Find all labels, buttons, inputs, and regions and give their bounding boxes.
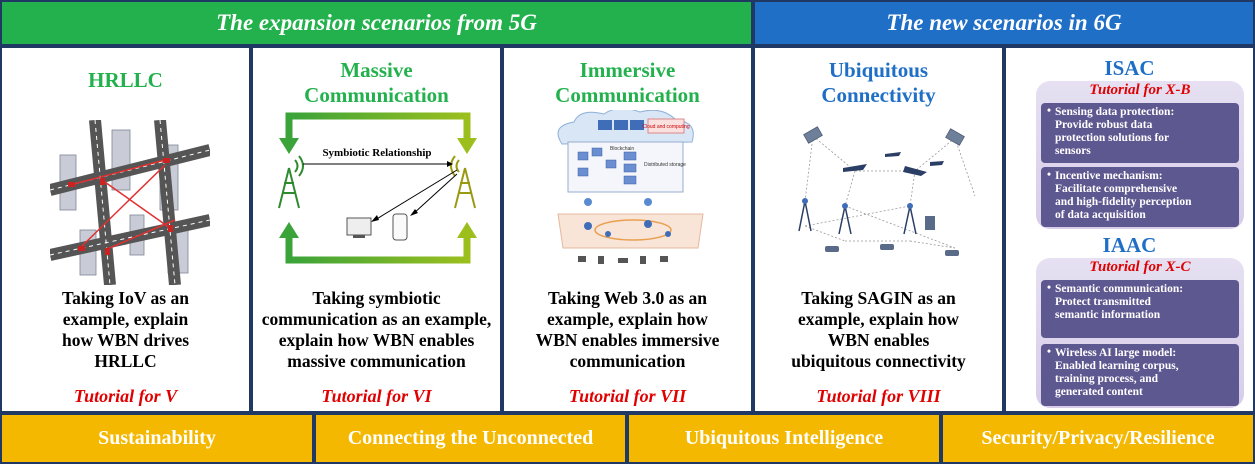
isac-item-incentive-mechanism: • Incentive mechanism: Facilitate compre… [1041, 167, 1239, 227]
iaac-item-semantic-communication: • Semantic communication: Protect transm… [1041, 280, 1239, 338]
footer-security-privacy-resilience: Security/Privacy/Resilience [941, 413, 1255, 464]
panel-title: Massive Communication [304, 58, 449, 107]
panel-ubiquitous-connectivity: Ubiquitous Connectivity [753, 46, 1004, 413]
panel-description: Taking symbiotic communication as an exa… [261, 288, 492, 371]
isac-item-sensing-protection: • Sensing data protection: Provide robus… [1041, 103, 1239, 163]
header-6g-new: The new scenarios in 6G [753, 0, 1255, 46]
isac-card: Tutorial for X-B • Sensing data protecti… [1036, 81, 1244, 229]
panel-description: Taking SAGIN as an example, explain how … [791, 288, 966, 371]
iaac-item-wireless-ai-model: • Wireless AI large model: Enabled learn… [1041, 344, 1239, 406]
panel-title: Immersive Communication [555, 58, 700, 107]
tutorial-link: Tutorial for VII [568, 386, 687, 406]
tutorial-link: Tutorial for VIII [816, 386, 941, 406]
panel-title: Ubiquitous Connectivity [821, 58, 936, 107]
svg-text:Distributed storage: Distributed storage [644, 162, 686, 168]
panel-hrllc: HRLLC [0, 46, 251, 413]
iov-city-icon [50, 120, 210, 285]
footer-sustainability: Sustainability [0, 413, 314, 464]
panel-description: Taking Web 3.0 as an example, explain ho… [535, 288, 720, 371]
svg-text:Blockchain: Blockchain [610, 146, 634, 152]
footer-connecting-unconnected: Connecting the Unconnected [314, 413, 627, 464]
iaac-card: Tutorial for X-C • Semantic communicatio… [1036, 258, 1244, 408]
symbiotic-diagram: Symbiotic Relationship [278, 112, 477, 264]
isac-title: ISAC [1104, 56, 1155, 80]
tutorial-link: Tutorial for VI [321, 386, 432, 406]
panel-isac-iaac: ISAC Tutorial for X-B • Sensing data pro… [1004, 46, 1255, 413]
sagin-network-figure [798, 126, 976, 256]
header-5g-expansion: The expansion scenarios from 5G [0, 0, 753, 46]
panel-massive-communication: Massive Communication Symbiotic [251, 46, 502, 413]
panel-immersive-communication: Immersive Communication Cloud and comput… [502, 46, 753, 413]
panel-title: HRLLC [88, 68, 163, 92]
iaac-title: IAAC [1102, 233, 1157, 257]
panel-description: Taking IoV as an example, explain how WB… [61, 288, 190, 371]
isac-tutorial: Tutorial for X-B [1089, 82, 1191, 98]
iaac-tutorial: Tutorial for X-C [1089, 259, 1191, 275]
figure-label: Symbiotic Relationship [322, 147, 431, 159]
footer-ubiquitous-intelligence: Ubiquitous Intelligence [627, 413, 941, 464]
web3-architecture-figure: Cloud and computing Blockchain Distribut… [557, 110, 704, 264]
tutorial-link: Tutorial for V [73, 386, 178, 406]
svg-text:Cloud and computing: Cloud and computing [642, 124, 689, 130]
